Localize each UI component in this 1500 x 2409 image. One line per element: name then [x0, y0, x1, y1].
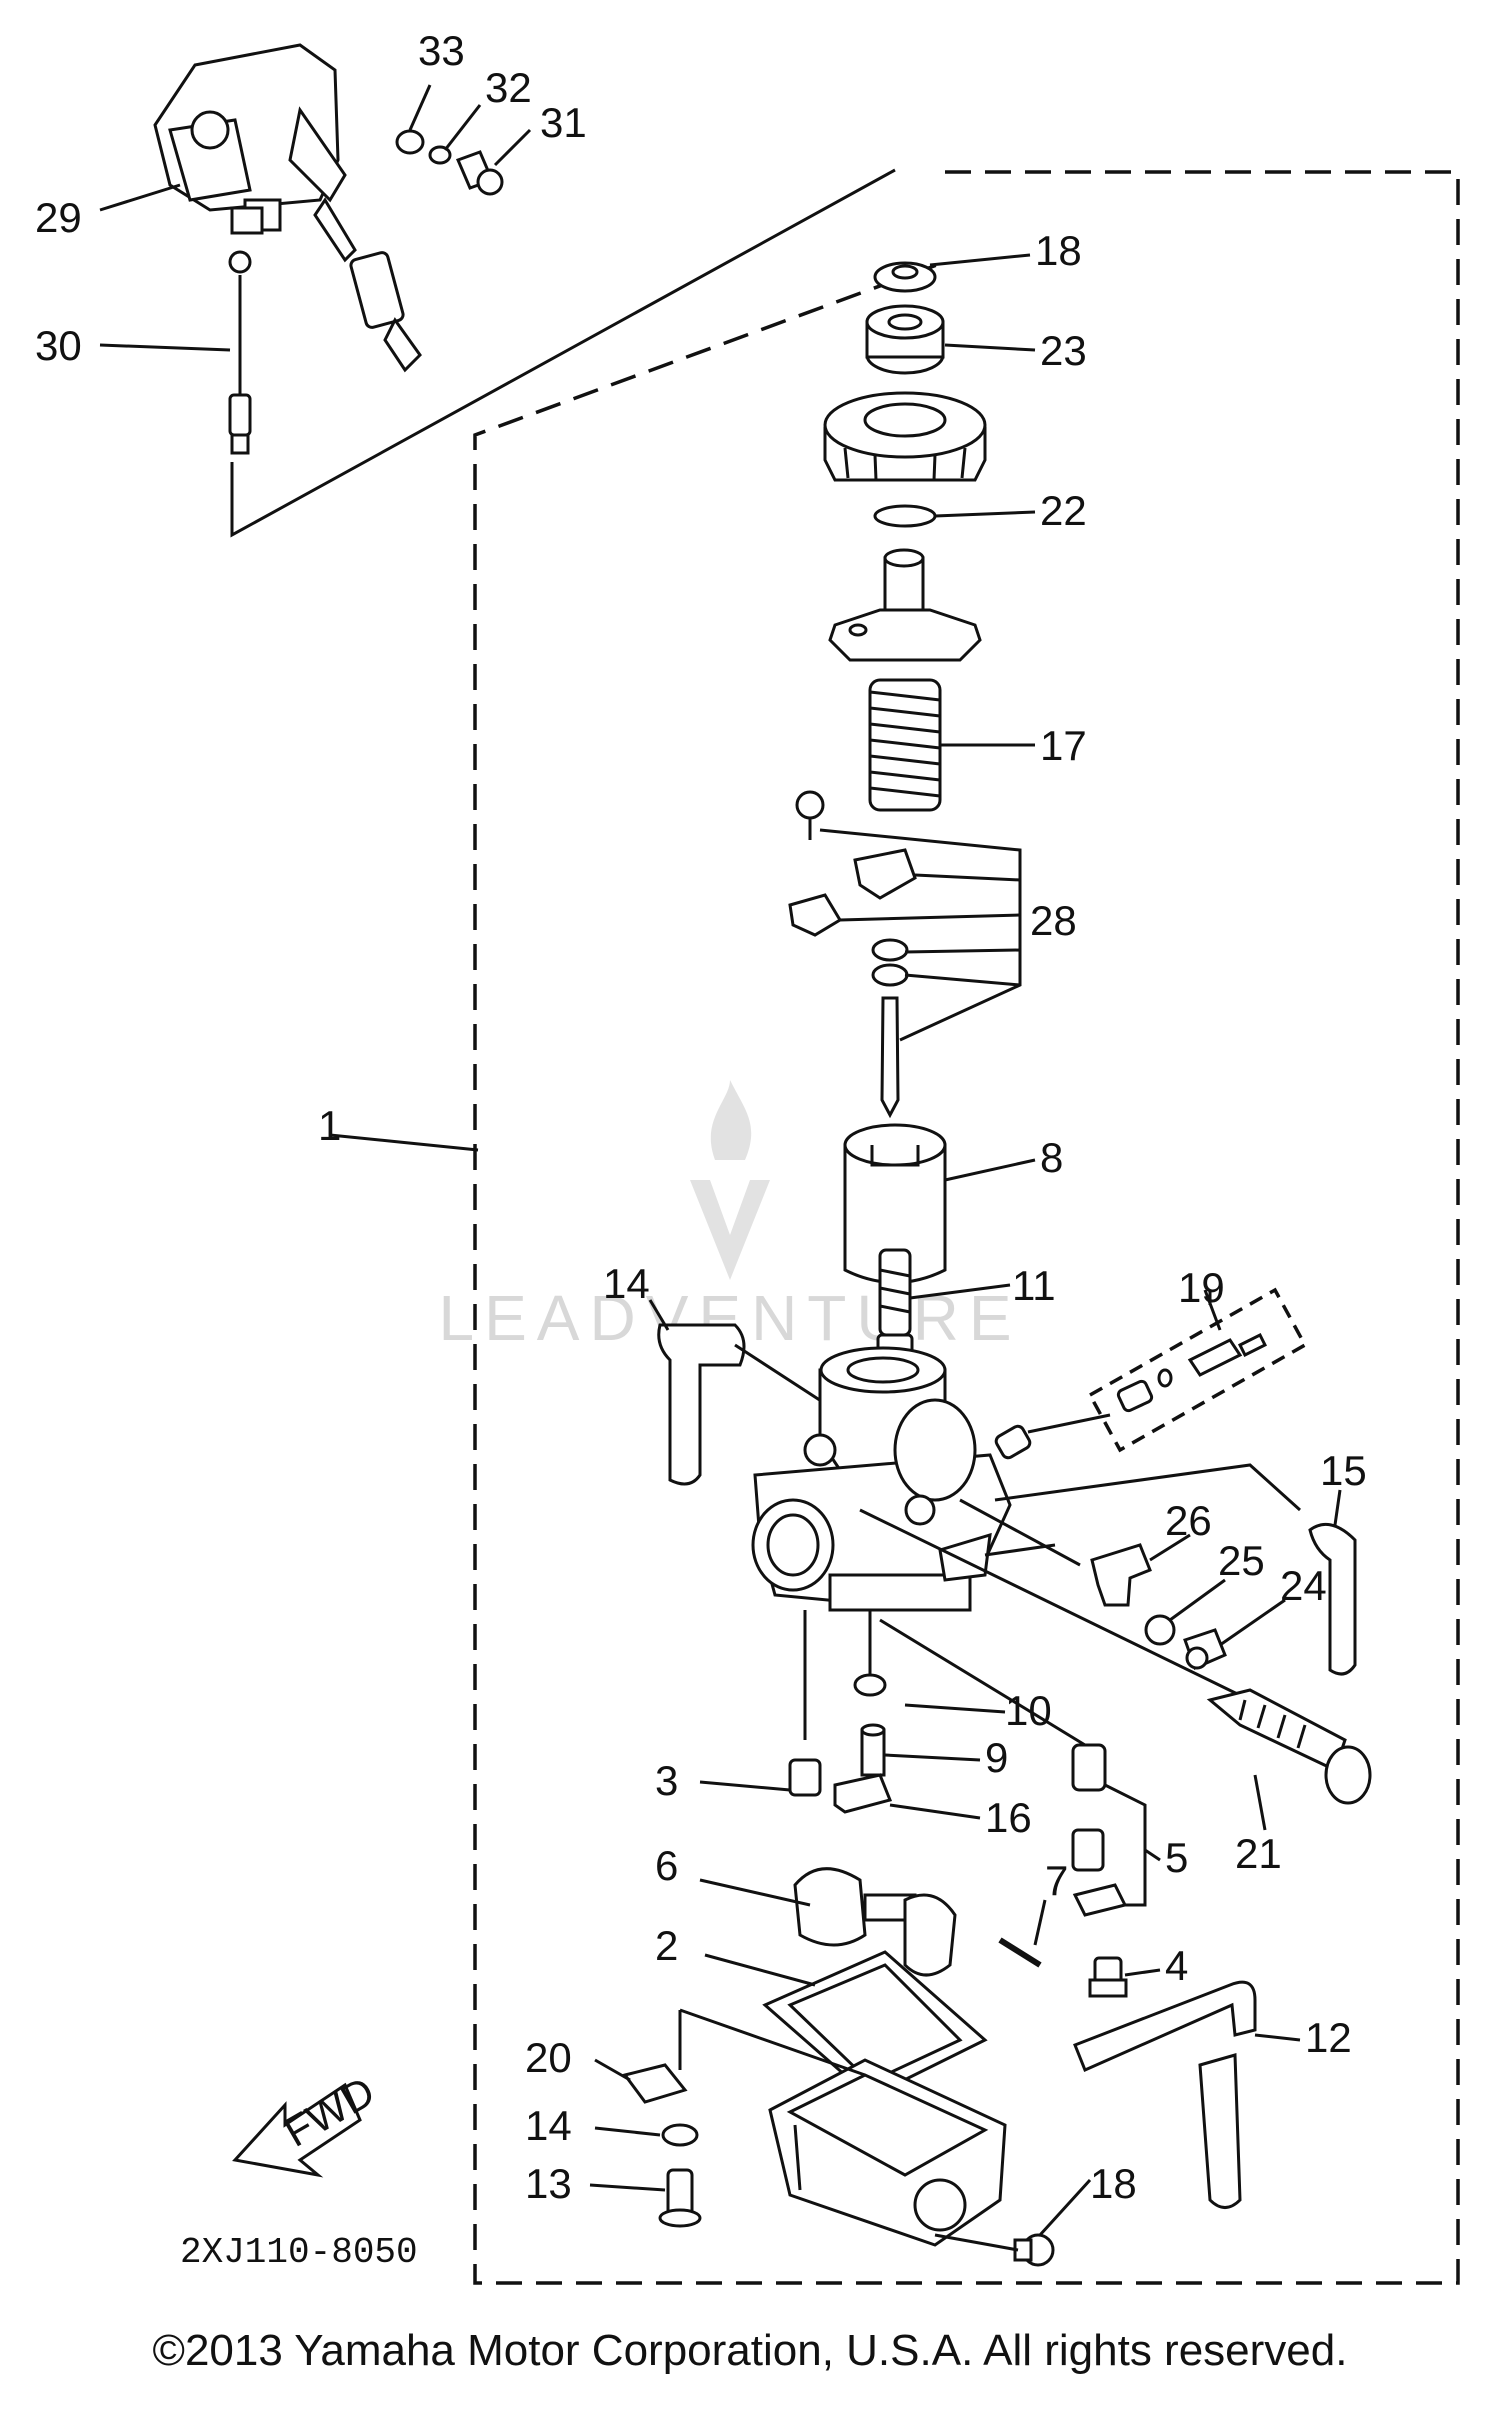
part-24-seal	[865, 304, 945, 375]
parts-13-14-21	[622, 2063, 702, 2228]
callout-7: 7	[1045, 1857, 1068, 1904]
callout-5: 5	[1165, 1834, 1188, 1881]
callout-4: 4	[1165, 1942, 1188, 1989]
callout-6: 6	[655, 1842, 678, 1889]
leader-lines	[99, 84, 1342, 2237]
part-15-vent-tube-left	[657, 1323, 836, 1486]
callout-9: 9	[985, 1734, 1008, 1781]
part-10-o-ring	[853, 1673, 887, 1697]
callout-29: 29	[35, 194, 82, 241]
callout-21: 20	[525, 2034, 572, 2081]
callout-28: 28	[1030, 897, 1077, 944]
diagram-code: 2XJ110-8050	[180, 2232, 418, 2273]
callout-15-right: 15	[1320, 1447, 1367, 1494]
callout-26: 25	[1218, 1537, 1265, 1584]
callout-33: 33	[418, 27, 465, 74]
parts-25-27	[1090, 1543, 1227, 1671]
callout-16: 16	[985, 1794, 1032, 1841]
callout-15-left: 14	[603, 1260, 650, 1307]
callout-23: 22	[1040, 487, 1087, 534]
callout-8: 8	[1040, 1134, 1063, 1181]
callout-20: 19	[1178, 1264, 1225, 1311]
part-7-pin	[998, 1937, 1042, 1968]
carburetor-body	[751, 1346, 1302, 1707]
part-5-needle-valve	[1071, 1743, 1147, 1917]
part-20-pilot-screw-set	[994, 1287, 1308, 1460]
part-2-gasket	[762, 1950, 988, 2099]
part-30-cable	[228, 250, 252, 455]
callout-22: 21	[1235, 1830, 1282, 1877]
part-22-throttle-stop-screw	[1206, 1688, 1372, 1805]
part-16-plate	[833, 1773, 893, 1814]
part-18-drain-screw	[934, 2233, 1055, 2267]
callout-32: 32	[485, 64, 532, 111]
copyright-notice: ©2013 Yamaha Motor Corporation, U.S.A. A…	[152, 2326, 1348, 2375]
callout-27: 26	[1165, 1497, 1212, 1544]
part-3-jet	[788, 1758, 822, 1797]
callout-12: 12	[1305, 2014, 1352, 2061]
part-11-needle-jet	[876, 1248, 914, 1357]
float-bowl	[768, 2058, 1007, 2247]
carb-cap	[828, 548, 982, 662]
parts-31-33-screw-washers	[395, 129, 504, 196]
assembly-outline	[473, 170, 1460, 2285]
callout-labels: 18 23 22 17 28 8 11 1 14 19 15 26 25 24 …	[35, 27, 1367, 2207]
callout-1: 1	[318, 1102, 341, 1149]
part-28-needle-set	[788, 790, 1022, 1119]
callout-17: 17	[1040, 722, 1087, 769]
part-8-throttle-valve	[843, 1123, 947, 1284]
callout-11: 11	[1012, 1262, 1056, 1309]
callout-31: 31	[540, 99, 587, 146]
part-12-drain-hose	[1073, 1980, 1257, 2209]
callout-24: 23	[1040, 327, 1087, 374]
part-17-spring	[868, 678, 942, 812]
callout-2: 2	[655, 1922, 678, 1969]
part-9-main-jet	[860, 1723, 886, 1777]
callout-10: 10	[1005, 1687, 1052, 1734]
callout-13: 13	[525, 2160, 572, 2207]
callout-25: 24	[1280, 1562, 1327, 1609]
callout-30: 30	[35, 322, 82, 369]
callout-14: 14	[525, 2102, 572, 2149]
callout-18: 18	[1090, 2160, 1137, 2207]
part-29-throttle-housing	[153, 43, 422, 373]
part-23-o-ring	[873, 504, 937, 528]
part-15-vent-tube-right	[1308, 1522, 1357, 1676]
part-4-plug	[1088, 1956, 1128, 1998]
fwd-label: FWD	[276, 2067, 382, 2156]
part-6-float	[793, 1867, 957, 1977]
callout-3: 3	[655, 1757, 678, 1804]
carb-top-nut	[823, 391, 987, 482]
callout-19: 18	[1035, 227, 1082, 274]
fwd-arrow-icon: FWD	[232, 2067, 382, 2178]
